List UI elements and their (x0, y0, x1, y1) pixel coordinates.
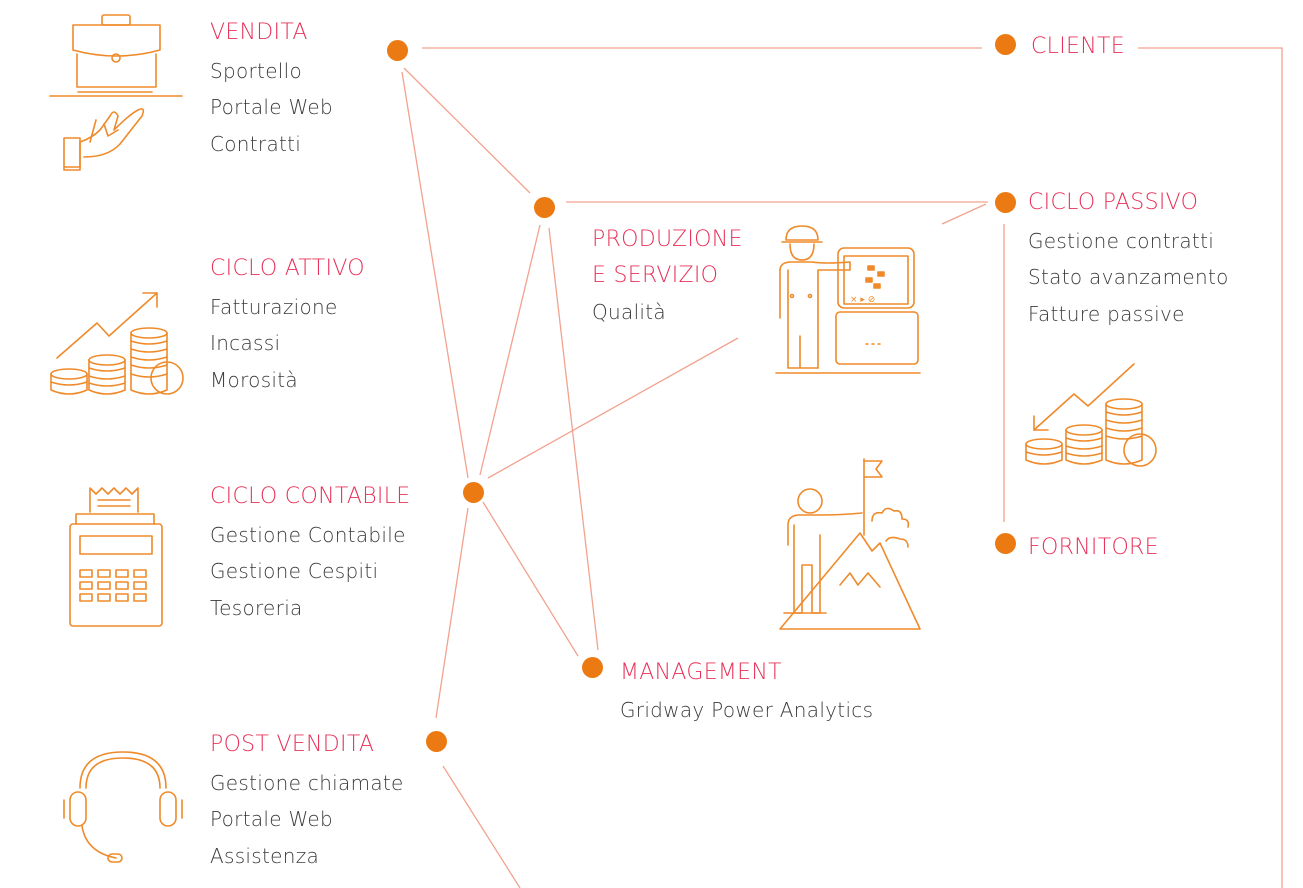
coins-chart-up-icon (50, 292, 184, 395)
fornitore-node: FORNITORE (1028, 534, 1159, 562)
vendita-dot (387, 40, 408, 61)
vendita-title: VENDITA (210, 20, 308, 45)
post-vendita-item: Gestione chiamate (210, 770, 404, 795)
produzione-item: Qualità (592, 300, 666, 324)
post-vendita-dot (426, 731, 447, 752)
cliente-dot (995, 34, 1016, 55)
ciclo-attivo-title: CICLO ATTIVO (210, 256, 365, 281)
svg-text:× ▸ ⊘: × ▸ ⊘ (850, 295, 875, 305)
ciclo-attivo-node: CICLO ATTIVO Fatturazione Incassi Morosi… (210, 255, 365, 398)
ciclo-passivo-dot (995, 192, 1016, 213)
ciclo-attivo-item: Incassi (210, 331, 281, 355)
ciclo-contabile-dot (463, 482, 484, 503)
management-node: MANAGEMENT Gridway Power Analytics (620, 659, 873, 728)
coins-chart-down-icon (1025, 363, 1157, 467)
ciclo-passivo-item: Fatture passive (1028, 301, 1185, 326)
vendita-node: VENDITA Sportello Portale Web Contratti (210, 19, 333, 162)
produzione-title-line1: PRODUZIONE (592, 227, 743, 252)
vendita-item: Portale Web (210, 95, 334, 119)
post-vendita-title: POST VENDITA (210, 732, 375, 757)
produzione-title-line2: E SERVIZIO (592, 263, 719, 288)
ciclo-contabile-item: Gestione Cespiti (210, 559, 379, 583)
produzione-dot (534, 197, 555, 218)
ciclo-contabile-item: Gestione Contabile (210, 522, 406, 547)
ciclo-passivo-item: Gestione contratti (1028, 228, 1215, 253)
headset-icon (63, 751, 183, 863)
post-vendita-item: Portale Web (210, 807, 334, 831)
briefcase-hand-icon (49, 14, 183, 171)
management-title: MANAGEMENT (620, 660, 782, 685)
ciclo-contabile-node: CICLO CONTABILE Gestione Contabile Gesti… (210, 483, 410, 626)
ciclo-contabile-title: CICLO CONTABILE (210, 484, 411, 509)
worker-panel-icon: × ▸ ⊘ (775, 225, 921, 374)
ciclo-passivo-node: CICLO PASSIVO Gestione contratti Stato a… (1028, 189, 1229, 332)
ciclo-attivo-item: Fatturazione (210, 294, 338, 319)
cliente-title: CLIENTE (1031, 34, 1125, 59)
management-dot (582, 657, 603, 678)
fornitore-title: FORNITORE (1028, 535, 1159, 560)
vendita-item: Sportello (210, 58, 303, 83)
post-vendita-node: POST VENDITA Gestione chiamate Portale W… (210, 731, 404, 874)
cash-register-icon (69, 487, 163, 627)
cliente-node: CLIENTE (1031, 33, 1125, 61)
ciclo-passivo-item: Stato avanzamento (1028, 265, 1229, 289)
fornitore-dot (995, 533, 1016, 554)
vendita-item: Contratti (210, 131, 302, 156)
management-item: Gridway Power Analytics (620, 697, 874, 722)
ciclo-contabile-item: Tesoreria (210, 595, 303, 620)
post-vendita-item: Assistenza (210, 843, 320, 868)
mountain-flag-icon (779, 458, 921, 630)
ciclo-passivo-title: CICLO PASSIVO (1028, 190, 1199, 215)
ciclo-attivo-item: Morosità (210, 367, 298, 392)
produzione-node: PRODUZIONE E SERVIZIO Qualità (592, 222, 743, 331)
